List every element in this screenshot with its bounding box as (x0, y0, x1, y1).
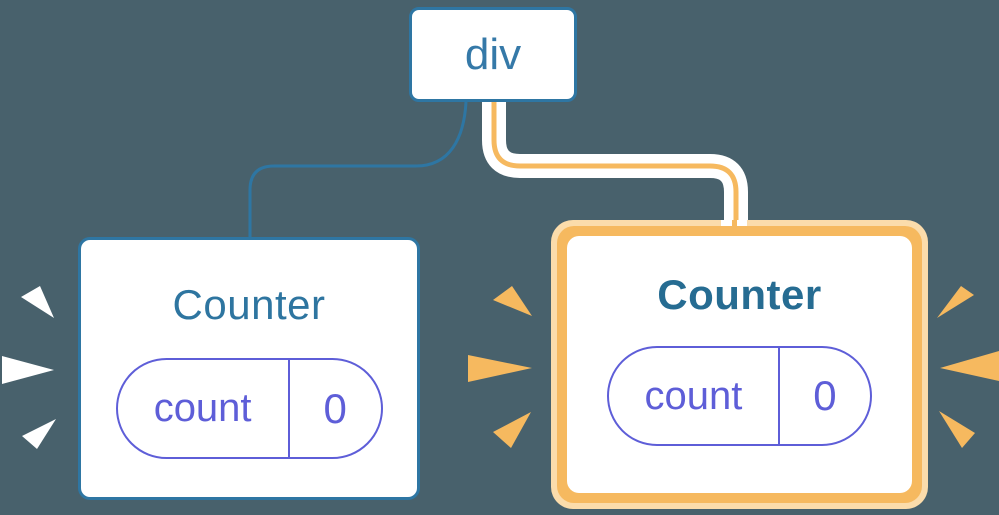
tree-node-div: div (409, 7, 577, 102)
counter-2-title: Counter (657, 271, 822, 318)
counter-2-state-key: count (609, 348, 780, 444)
counter-2-state-pill: count 0 (607, 346, 872, 446)
burst-icon-middle (468, 286, 532, 448)
tree-node-counter-1: Counter count 0 (78, 237, 420, 500)
edge-to-counter-1 (248, 101, 468, 238)
tree-node-div-label: div (464, 29, 522, 79)
counter-1-state-key: count (118, 360, 290, 457)
counter-1-title: Counter (172, 281, 326, 328)
counter-1-state-pill: count 0 (115, 358, 383, 459)
tree-node-counter-2-border: Counter count 0 (557, 226, 922, 503)
pipe-notch-core (732, 220, 737, 236)
burst-icon-right (937, 286, 999, 448)
tree-node-counter-2-highlight-ring: Counter count 0 (551, 220, 928, 509)
burst-icon-left (2, 286, 56, 449)
counter-1-state-value: 0 (323, 384, 347, 432)
counter-2-state-value: 0 (813, 372, 837, 419)
edge-to-counter-2-core (491, 100, 739, 224)
edge-to-counter-2-pipe (482, 100, 748, 221)
tree-node-counter-2: Counter count 0 (567, 236, 912, 493)
